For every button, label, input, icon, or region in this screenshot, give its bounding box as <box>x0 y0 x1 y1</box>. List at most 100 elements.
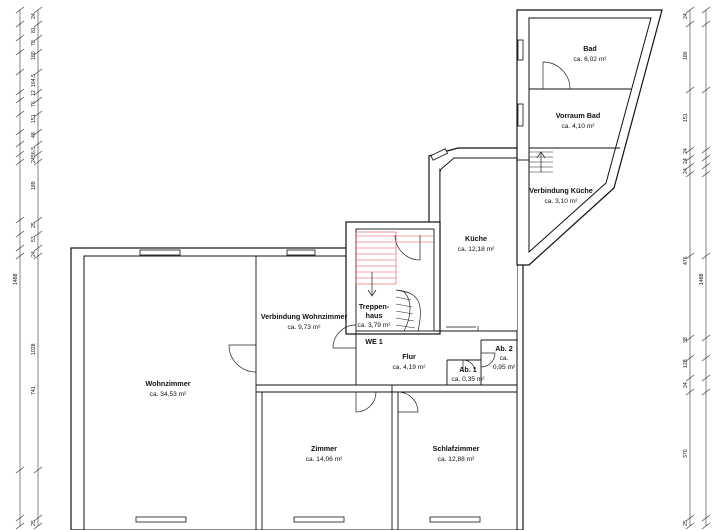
door-zimmer <box>355 391 377 413</box>
inner-wall-stairwell <box>355 228 435 332</box>
dim-left-2: 78 <box>31 40 37 46</box>
dimension-tick <box>33 230 43 238</box>
dimension-tick <box>15 34 25 42</box>
dimension-tick <box>15 88 25 96</box>
stair-run-upper <box>355 231 397 285</box>
dimension-tick <box>33 466 43 474</box>
stair-arrow-head <box>367 289 377 297</box>
door-kitchen <box>394 234 421 261</box>
window-wohnzimmer-top <box>139 249 181 256</box>
dimension-tick <box>33 20 43 28</box>
room-treppenhaus-area: ca. 3,79 m² <box>358 322 392 329</box>
dim-left-9: 56,5 <box>31 147 37 157</box>
dimension-tick <box>33 6 43 14</box>
dim-left-14: 24 <box>31 251 37 257</box>
door-bad <box>542 61 571 90</box>
dimension-tick <box>33 48 43 56</box>
room-vorraum-bad-name: Vorraum Bad <box>556 111 601 120</box>
room-bad-area: ca. 6,02 m² <box>574 56 608 63</box>
stair-tread <box>395 303 413 308</box>
door-flur-kitchen <box>477 326 486 332</box>
room-verbindung-wohnzimmer-name: Verbindung Wohnzimmer <box>261 312 348 321</box>
room-treppenhaus-name-2: haus <box>366 311 383 320</box>
dim-right-2: 151 <box>683 113 689 122</box>
room-verbindung-wohnzimmer-area: ca. 9,73 m² <box>288 324 322 331</box>
dimension-tick <box>33 158 43 166</box>
window-schlaf-bottom <box>429 516 481 523</box>
dimension-tick <box>15 110 25 118</box>
dimension-tick <box>15 230 25 238</box>
room-verbindung-kueche-area: ca. 3,10 m² <box>545 198 579 205</box>
dim-left-0: 24 <box>31 13 37 19</box>
window-vorraum-left <box>517 103 524 127</box>
room-ab2-area-1: ca. <box>500 355 509 362</box>
stairs <box>355 151 553 332</box>
dimension-tick <box>701 252 711 260</box>
room-ab2-area-2: 0,95 m² <box>493 364 516 371</box>
dimension-tick <box>701 20 711 28</box>
room-vorraum-bad-area: ca. 4,10 m² <box>562 123 596 130</box>
stair-curve-inner <box>403 291 411 332</box>
dimension-tick <box>15 140 25 148</box>
dimension-tick <box>685 522 695 530</box>
inner-wall-bath-wing <box>528 17 652 254</box>
room-ab2-name: Ab. 2 <box>495 344 513 353</box>
room-zimmer-name: Zimmer <box>311 444 337 453</box>
dimension-tick <box>701 86 711 94</box>
dimension-tick <box>15 48 25 56</box>
dimension-tick <box>33 110 43 118</box>
dim-left-5: 12 <box>31 90 37 96</box>
dim-left-12: 25 <box>31 222 37 228</box>
dimension-tick <box>685 334 695 342</box>
room-zimmer-area: ca. 14,06 m² <box>306 456 343 463</box>
dim-left-1: 81 <box>31 27 37 33</box>
kitchen-floor <box>440 160 517 330</box>
room-schlafzimmer-area: ca. 12,88 m² <box>438 456 475 463</box>
room-ab1-area: ca. 0,35 m² <box>452 376 486 383</box>
dimension-tick <box>15 522 25 530</box>
dimension-tick <box>701 170 711 178</box>
dimension-tick <box>685 20 695 28</box>
room-treppenhaus-name-1: Treppen- <box>359 302 390 311</box>
dimension-tick <box>701 154 711 162</box>
stair-curve <box>395 289 421 332</box>
dimension-tick <box>33 96 43 104</box>
door-ab2 <box>480 352 496 368</box>
stair-treads-red <box>356 235 434 279</box>
room-wohnzimmer-area: ca. 34,53 m² <box>150 391 187 398</box>
walls <box>70 9 663 530</box>
dimension-left-labels: 24 81 78 180 164,5 12 76 151 48 56,5 24 … <box>13 13 37 526</box>
dimension-tick <box>33 252 43 260</box>
dimension-tick <box>33 68 43 76</box>
dimension-tick <box>685 514 695 522</box>
room-ab1-name: Ab. 1 <box>459 365 477 374</box>
dimension-tick <box>33 140 43 148</box>
dim-left-4: 164,5 <box>31 74 37 87</box>
room-kueche-area: ca. 12,18 m² <box>458 246 495 253</box>
window-bad-left <box>517 39 524 61</box>
dim-right-6: 476 <box>683 256 689 265</box>
dim-left-total: 1488 <box>13 273 19 285</box>
dimension-tick <box>15 252 25 260</box>
dimension-tick <box>685 354 695 362</box>
window-kitchen-corner <box>430 148 449 161</box>
dimension-tick <box>15 158 25 166</box>
dim-left-7: 151 <box>31 114 37 123</box>
window-zimmer-bottom <box>293 516 345 523</box>
door-verbindung-left <box>228 344 257 373</box>
dimension-tick <box>15 216 25 224</box>
dim-left-17: 25 <box>31 520 37 526</box>
dimension-tick <box>15 150 25 158</box>
dimension-tick <box>685 252 695 260</box>
room-bad-name: Bad <box>583 44 597 53</box>
room-schlafzimmer-name: Schlafzimmer <box>433 444 480 453</box>
dimension-tick <box>33 216 43 224</box>
dim-right-7: 38 <box>683 337 689 343</box>
window-verbindung-top <box>286 249 316 256</box>
dim-left-16: 741 <box>31 386 37 395</box>
dimension-tick <box>685 154 695 162</box>
room-verbindung-kueche-name: Verbindung Küche <box>529 186 593 195</box>
dim-right-total: 1488 <box>699 273 705 285</box>
dimension-tick <box>701 354 711 362</box>
room-wohnzimmer-name: Wohnzimmer <box>146 379 191 388</box>
